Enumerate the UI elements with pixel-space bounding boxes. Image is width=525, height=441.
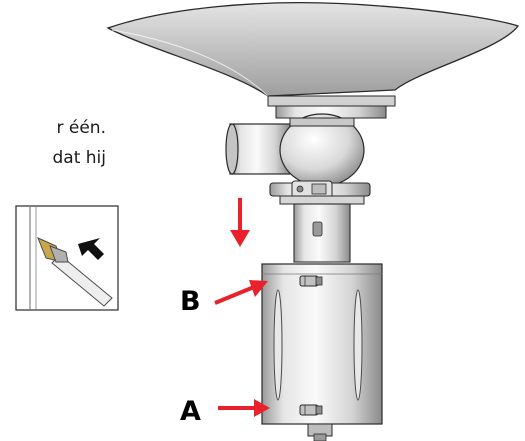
- air-connector-upper: [299, 275, 323, 287]
- hopper-neck: [267, 95, 396, 119]
- valve-body: [279, 113, 365, 187]
- air-connector-lower: [299, 404, 323, 416]
- label-b: B: [180, 286, 201, 317]
- label-a: A: [180, 396, 201, 427]
- side-outlet: [225, 123, 291, 175]
- arrow-right-icon-b: [214, 280, 268, 305]
- instruction-line-1: r één.: [56, 118, 107, 138]
- stem-tube: [293, 203, 351, 263]
- arrow-down-icon: [230, 198, 250, 247]
- actuator-cylinder: [261, 263, 383, 441]
- instruction-line-2: dat hij: [52, 148, 107, 168]
- hopper: [106, 2, 520, 97]
- arrow-right-icon-a: [218, 399, 270, 417]
- instruction-text: r één. dat hij: [0, 113, 107, 173]
- clamp-ring: [269, 180, 371, 205]
- connector-detail-icon: [15, 205, 119, 311]
